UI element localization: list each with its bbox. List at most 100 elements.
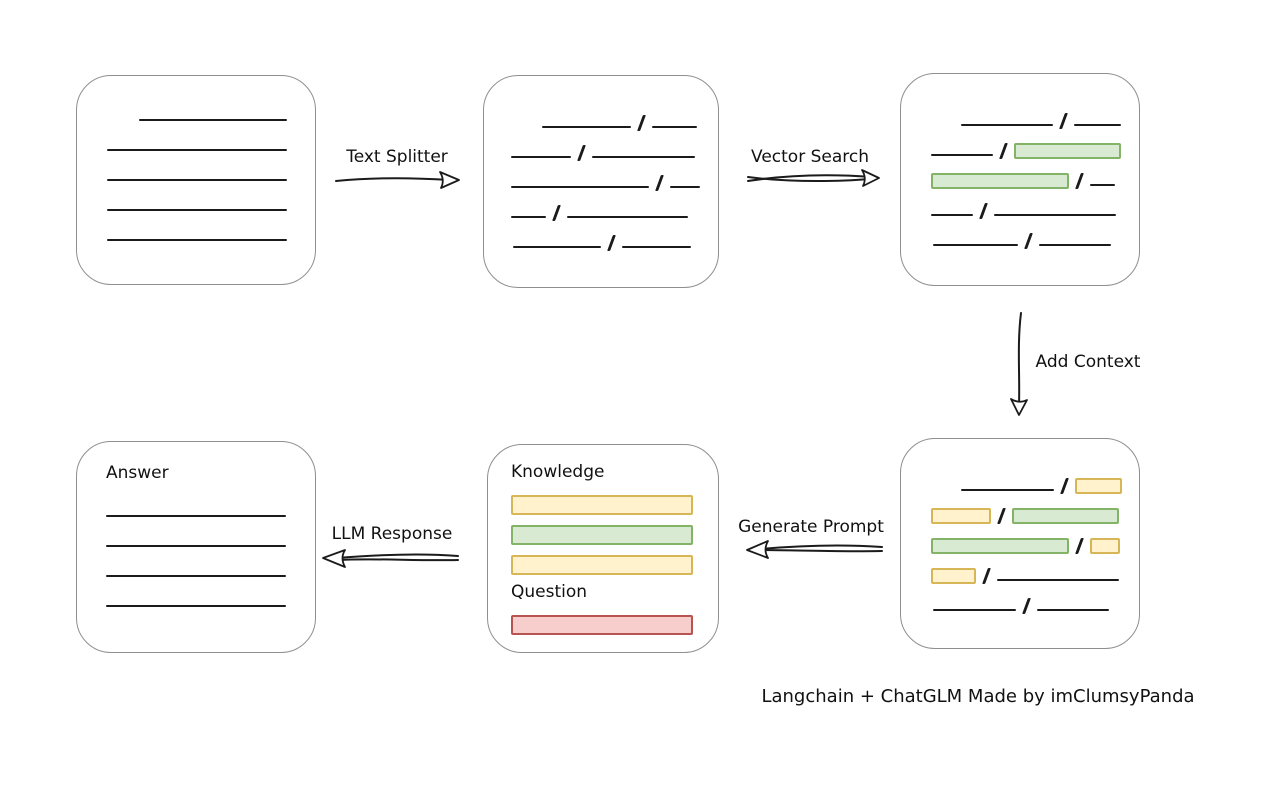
text-line: [107, 149, 287, 151]
text-line: [933, 609, 1016, 611]
text-line: [1090, 184, 1115, 186]
slash-separator: [1060, 478, 1069, 494]
generate-prompt-arrow: [746, 540, 883, 559]
text-line: [622, 246, 691, 248]
text-row: [106, 520, 290, 550]
text-splitter-label: Text Splitter: [346, 147, 448, 167]
yellow-chunk: [511, 495, 693, 515]
text-line: [652, 126, 697, 128]
text-row: [511, 485, 695, 515]
text-row: [931, 524, 1139, 554]
text-row: [107, 214, 315, 244]
question-bar: [511, 605, 695, 635]
slash-separator: [607, 235, 616, 251]
text-row: [511, 131, 718, 161]
vector-matches-rows: [931, 99, 1139, 249]
yellow-chunk: [511, 555, 693, 575]
text-line: [107, 179, 287, 181]
text-line: [513, 246, 601, 248]
text-line: [1039, 244, 1111, 246]
slash-separator: [1075, 538, 1084, 554]
slash-separator: [1022, 598, 1031, 614]
text-splitter-arrow: [335, 171, 460, 189]
add-context-label: Add Context: [1035, 352, 1141, 372]
text-row: [107, 184, 315, 214]
text-row: [511, 545, 695, 575]
text-line: [511, 216, 546, 218]
text-row: [106, 490, 290, 520]
text-line: [1074, 124, 1121, 126]
answer-node: Answer: [76, 441, 316, 653]
yellow-chunk: [1075, 478, 1122, 494]
text-line: [139, 119, 287, 121]
document-lines: [107, 94, 315, 244]
add-context-arrow: [1010, 312, 1028, 416]
yellow-chunk: [931, 508, 991, 524]
text-line: [1037, 609, 1109, 611]
text-row: [511, 161, 718, 191]
slash-separator: [577, 145, 586, 161]
text-row: [106, 580, 290, 610]
text-row: [107, 154, 315, 184]
text-row: [511, 605, 695, 635]
text-line: [961, 124, 1053, 126]
green-chunk: [1014, 143, 1121, 159]
text-line: [107, 209, 287, 211]
text-line: [567, 216, 688, 218]
text-line: [994, 214, 1116, 216]
text-line: [511, 186, 649, 188]
text-line: [933, 244, 1018, 246]
text-line: [592, 156, 695, 158]
green-chunk: [931, 538, 1069, 554]
prompt-node: Knowledge Question: [487, 444, 719, 653]
text-line: [542, 126, 631, 128]
slash-separator: [999, 143, 1008, 159]
red-chunk: [511, 615, 693, 635]
yellow-chunk: [931, 568, 976, 584]
text-line: [670, 186, 700, 188]
text-row: [931, 494, 1139, 524]
green-chunk: [511, 525, 693, 545]
text-row: [931, 189, 1139, 219]
knowledge-bars: [511, 485, 695, 575]
slash-separator: [655, 175, 664, 191]
text-row: [511, 221, 718, 251]
text-row: [931, 219, 1139, 249]
slash-separator: [979, 203, 988, 219]
question-title: Question: [511, 582, 588, 602]
slash-separator: [552, 205, 561, 221]
knowledge-title: Knowledge: [511, 462, 605, 482]
slash-separator: [997, 508, 1006, 524]
llm-response-label: LLM Response: [331, 524, 453, 544]
split-text-rows: [511, 101, 718, 251]
text-row: [106, 550, 290, 580]
answer-lines: [106, 490, 290, 610]
slash-separator: [1059, 113, 1068, 129]
slash-separator: [1075, 173, 1084, 189]
text-row: [107, 94, 315, 124]
yellow-chunk: [1090, 538, 1120, 554]
caption: Langchain + ChatGLM Made by imClumsyPand…: [761, 686, 1195, 707]
vector-search-arrow: [747, 169, 880, 187]
context-rows: [931, 464, 1139, 614]
text-row: [931, 159, 1139, 189]
text-line: [511, 156, 571, 158]
text-line: [961, 489, 1054, 491]
text-row: [511, 191, 718, 221]
split-text-node: [483, 75, 719, 288]
text-row: [511, 515, 695, 545]
text-row: [931, 464, 1139, 494]
slash-separator: [1024, 233, 1033, 249]
text-line: [997, 579, 1119, 581]
text-row: [511, 101, 718, 131]
text-line: [106, 575, 286, 577]
text-line: [106, 545, 286, 547]
green-chunk: [931, 173, 1069, 189]
text-line: [931, 214, 973, 216]
text-line: [106, 515, 286, 517]
green-chunk: [1012, 508, 1119, 524]
slash-separator: [637, 115, 646, 131]
answer-title: Answer: [106, 463, 169, 483]
text-line: [106, 605, 286, 607]
